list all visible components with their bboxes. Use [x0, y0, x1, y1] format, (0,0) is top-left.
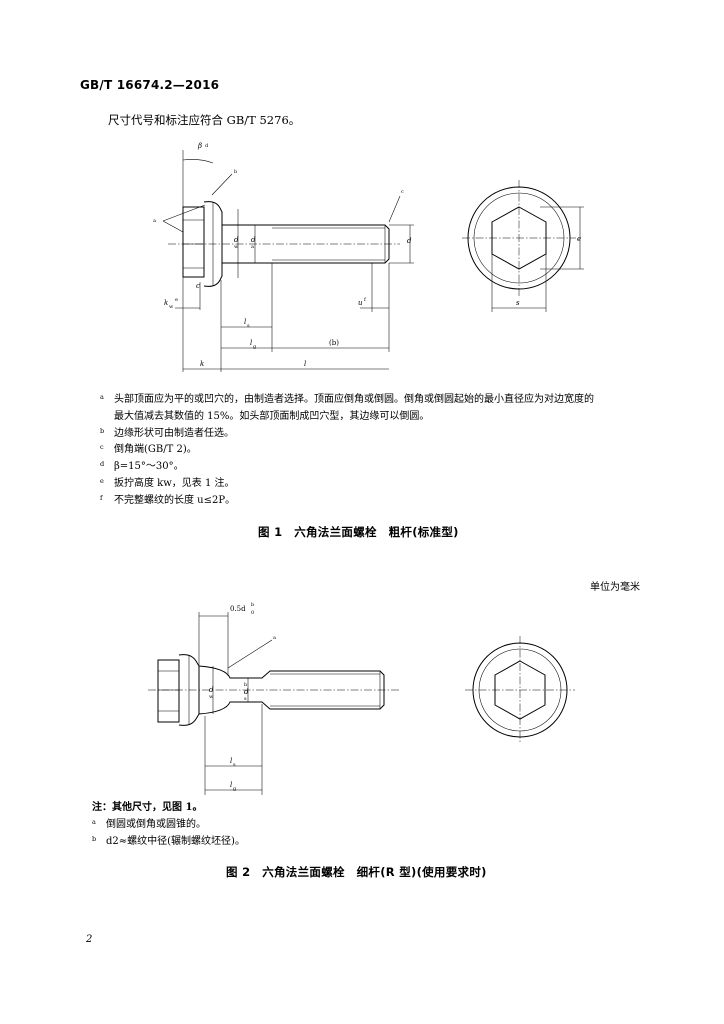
fig1-marker-a: a	[153, 218, 156, 224]
fig1-marker-f: f	[364, 297, 367, 303]
fig1-label-e: e	[577, 235, 581, 243]
fig1-label-c: c	[196, 282, 200, 290]
intro-text: 尺寸代号和标注应符合 GB/T 5276。	[108, 113, 301, 127]
fig1-note-e: e 扳拧高度 kw，见表 1 注。	[100, 476, 594, 493]
fig2-notes-head: 注：其他尺寸，见图 1。	[92, 802, 203, 813]
note-marker: a	[92, 817, 96, 826]
figure1-notes: a 头部顶面应为平的或凹穴的，由制造者选择。顶面应倒角或倒圆。倒角或倒圆起始的最…	[100, 392, 594, 510]
fig2-label-half-d-sup: b	[251, 602, 254, 608]
fig1-label-kw-sub: w	[169, 304, 174, 310]
fig2-hex-head	[157, 659, 180, 723]
figure2-caption: 图 2 六角法兰面螺栓 细杆(R 型)(使用要求时)	[226, 865, 487, 879]
fig1-marker-e: e	[175, 297, 178, 303]
fig1-note-a: a 头部顶面应为平的或凹穴的，由制造者选择。顶面应倒角或倒圆。倒角或倒圆起始的最…	[100, 392, 594, 409]
note-text: 倒角端(GB/T 2)。	[114, 444, 197, 456]
fig2-label-lg: l	[230, 781, 232, 789]
note-marker: a	[100, 393, 104, 401]
note-text: β=15°～30°。	[114, 461, 184, 473]
fig1-label-ls-sub: s	[247, 323, 250, 329]
fig2-label-half-d: 0.5d	[230, 605, 246, 613]
fig1-label-l: l	[304, 360, 306, 368]
fig2-note-b: b d2≈螺纹中径(辗制螺纹坯径)。	[92, 834, 245, 851]
fig1-label-beta: β	[197, 142, 202, 150]
fig2-marker-a: a	[273, 635, 276, 641]
fig1-note-b: b 边缘形状可由制造者任选。	[100, 426, 594, 443]
fig1-flange	[203, 201, 223, 287]
fig1-label-da: d	[251, 236, 256, 244]
fig1-label-da-sub: a	[251, 244, 254, 250]
fig1-label-dw-sub: w	[234, 244, 239, 250]
units-note: 单位为毫米	[590, 582, 640, 593]
note-marker: e	[100, 476, 104, 485]
fig1-marker-d: d	[205, 143, 209, 149]
fig2-label-lg-sub: g	[233, 786, 237, 792]
page-number: 2	[86, 934, 93, 945]
fig1-label-k: k	[200, 360, 204, 368]
note-marker: c	[100, 443, 104, 452]
fig2-flange	[178, 654, 200, 726]
fig1-label-d: d	[407, 237, 412, 245]
fig1-marker-b: b	[234, 169, 237, 175]
note-text: 扳拧高度 kw，见表 1 注。	[114, 477, 235, 489]
note-marker: d	[100, 460, 105, 469]
note-marker: b	[100, 426, 105, 435]
fig1-label-lg: l	[250, 339, 252, 347]
note-text: 头部顶面应为平的或凹穴的，由制造者选择。顶面应倒角或倒圆。倒角或倒圆起始的最小直…	[114, 394, 594, 405]
figure1-caption: 图 1 六角法兰面螺栓 粗杆(标准型)	[258, 525, 459, 539]
fig1-label-ls: l	[244, 318, 246, 326]
fig1-note-c: c 倒角端(GB/T 2)。	[100, 442, 594, 459]
note-text: d2≈螺纹中径(辗制螺纹坯径)。	[106, 835, 245, 847]
note-text: 不完整螺纹的长度 u≤2P。	[114, 494, 236, 506]
figure2-notes: 注：其他尺寸，见图 1。 a 倒圆或倒角或圆锥的。 b d2≈螺纹中径(辗制螺纹…	[92, 800, 245, 850]
note-text: 边缘形状可由制造者任选。	[114, 427, 234, 439]
fig1-label-s: s	[516, 299, 520, 307]
note-text: 倒圆或倒角或圆锥的。	[106, 818, 206, 830]
fig2-label-d2-sub: s	[244, 696, 247, 702]
fig1-note-d: d β=15°～30°。	[100, 459, 594, 476]
fig1-note-a-cont: 最大值减去其数值的 15%。如头部顶面制成凹穴型，其边缘可以倒圆。	[114, 410, 430, 422]
fig1-note-f: f 不完整螺纹的长度 u≤2P。	[100, 493, 594, 510]
fig1-marker-c: c	[401, 189, 404, 195]
fig2-label-d2-sup: b	[244, 682, 247, 688]
fig2-shank	[198, 665, 385, 715]
fig2-label-ls: l	[230, 757, 232, 765]
fig2-label-ls-sub: s	[233, 762, 236, 768]
fig1-label-kw: k	[164, 299, 168, 307]
fig1-label-lg-sub: g	[253, 344, 257, 350]
fig2-note-a: a 倒圆或倒角或圆锥的。	[92, 817, 245, 834]
fig1-hex-head	[182, 206, 205, 278]
fig2-label-d2: d	[244, 688, 249, 696]
fig2-label-dw: d	[209, 686, 214, 694]
fig2-label-half-d-sub: 0	[251, 610, 254, 616]
note-marker: b	[92, 834, 97, 843]
fig1-thread	[272, 224, 390, 264]
fig2-label-dw-sub: w	[209, 694, 214, 700]
standard-header: GB/T 16674.2—2016	[80, 78, 220, 92]
fig1-label-b-paren: (b)	[329, 339, 339, 347]
fig1-label-u: u	[358, 299, 363, 307]
note-marker: f	[100, 493, 103, 502]
fig1-label-dw: d	[234, 236, 239, 244]
